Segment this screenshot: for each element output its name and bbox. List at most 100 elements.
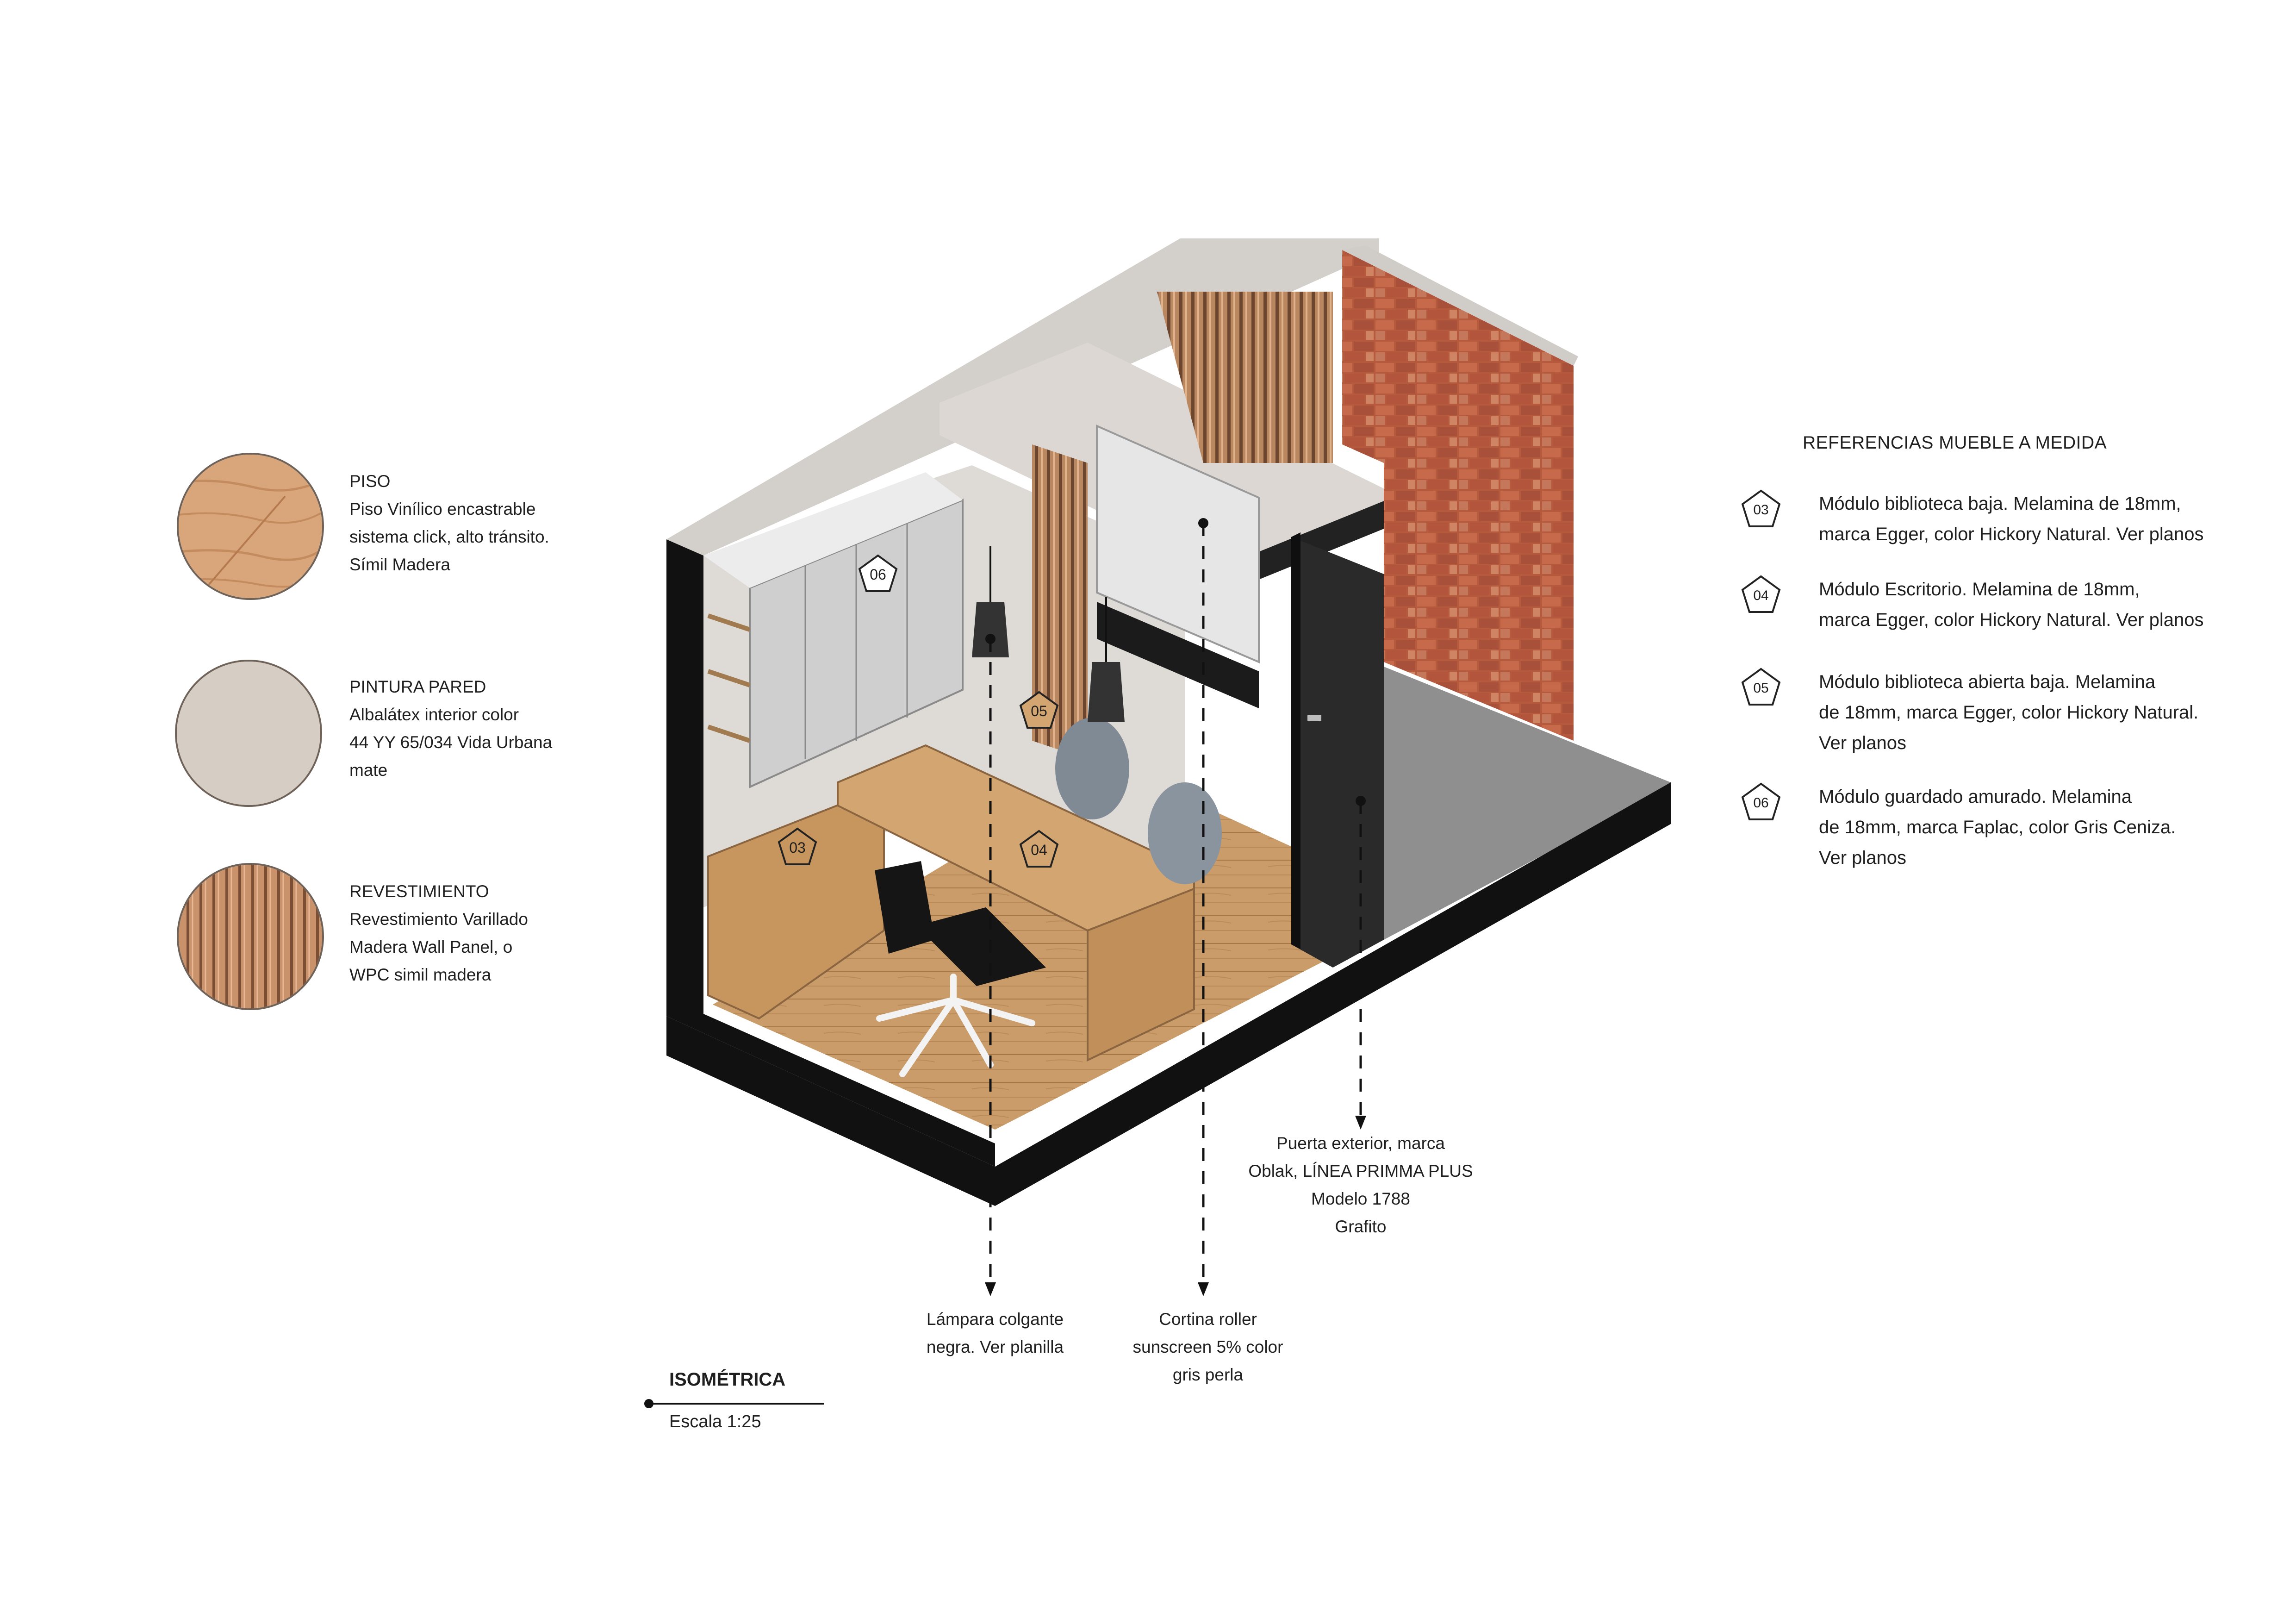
references-title: REFERENCIAS MUEBLE A MEDIDA	[1803, 433, 2107, 453]
reference-code: 05	[1753, 681, 1769, 696]
grey-chair-1	[1055, 718, 1129, 819]
slat-wall-center	[1032, 444, 1088, 759]
callout-line: Cortina roller	[1159, 1310, 1257, 1329]
reference-code: 03	[1753, 502, 1769, 518]
material-line: Símil Madera	[349, 555, 450, 574]
reference-code: 04	[1753, 588, 1769, 603]
ceiling-beam-shadow	[1250, 495, 1398, 583]
material-line: Revestimiento Varillado	[349, 910, 528, 929]
reference-line: marca Egger, color Hickory Natural. Ver …	[1819, 524, 2204, 544]
door-frame	[1291, 532, 1300, 949]
entrance-door	[1291, 537, 1384, 968]
pentagon-tag-icon	[1741, 575, 1781, 613]
drawing-tag-06: 06	[857, 553, 899, 595]
material-title: REVESTIMIENTO	[349, 882, 489, 901]
slat-panel-icon	[179, 865, 322, 1008]
drawing-tag-label: 03	[789, 839, 806, 856]
material-line: Piso Vinílico encastrable	[349, 500, 536, 518]
reference-line: de 18mm, marca Egger, color Hickory Natu…	[1819, 702, 2199, 723]
pentagon-tag-icon	[1741, 489, 1781, 527]
drawing-tag-label: 05	[1031, 703, 1047, 719]
material-line: sistema click, alto tránsito.	[349, 527, 549, 546]
title-underline	[644, 1399, 824, 1408]
callout-door: Puerta exterior, marca Oblak, LÍNEA PRIM…	[1222, 1130, 1500, 1241]
pentagon-tag-icon	[858, 554, 898, 592]
reference-badge: 06	[1740, 781, 1782, 823]
drawing-tag-label: 04	[1031, 842, 1047, 858]
exterior-floor	[1384, 667, 1671, 940]
material-line: mate	[349, 761, 388, 780]
material-pintura: PINTURA PARED Albalátex interior color 4…	[349, 673, 572, 784]
drawing-title: ISOMÉTRICA	[669, 1369, 786, 1390]
callout-curtain: Cortina roller sunscreen 5% color gris p…	[1092, 1305, 1324, 1389]
wood-floor-icon	[179, 455, 322, 598]
reference-item: 05 Módulo biblioteca abierta baja. Melam…	[1740, 667, 2268, 759]
pentagon-tag-icon	[1019, 691, 1059, 729]
reference-badge: 04	[1740, 574, 1782, 616]
callout-line: gris perla	[1172, 1365, 1244, 1384]
reference-badge: 05	[1740, 667, 1782, 708]
brick-wall-cap	[1342, 245, 1578, 366]
callout-line: Modelo 1788	[1311, 1189, 1410, 1208]
material-line: WPC simil madera	[349, 965, 492, 984]
pendant-lamp-1	[972, 602, 1009, 657]
reference-line: Módulo biblioteca baja. Melamina de 18mm…	[1819, 493, 2181, 514]
material-line: Albalátex interior color	[349, 705, 519, 724]
reference-code: 06	[1753, 795, 1769, 811]
reference-line: marca Egger, color Hickory Natural. Ver …	[1819, 610, 2204, 630]
drawing-tag-label: 06	[870, 566, 886, 583]
callout-line: sunscreen 5% color	[1132, 1337, 1283, 1356]
callout-line: Puerta exterior, marca	[1276, 1134, 1445, 1153]
reference-line: Módulo biblioteca abierta baja. Melamina	[1819, 672, 2156, 692]
door-handle-icon	[1307, 715, 1321, 721]
wood-floor-swatch	[177, 453, 324, 600]
material-piso: PISO Piso Vinílico encastrable sistema c…	[349, 468, 572, 579]
paint-icon	[177, 662, 320, 805]
drawing-tag-04: 04	[1018, 829, 1060, 870]
reference-item: 04 Módulo Escritorio. Melamina de 18mm, …	[1740, 574, 2268, 639]
reference-line: de 18mm, marca Faplac, color Gris Ceniza…	[1819, 817, 2176, 837]
roller-curtain	[1096, 424, 1260, 664]
pentagon-tag-icon	[1741, 782, 1781, 820]
reference-line: Ver planos	[1819, 733, 1907, 753]
wall-cabinet-top	[703, 472, 963, 588]
drawing-scale: Escala 1:25	[669, 1412, 761, 1431]
base-slab-left	[666, 1016, 995, 1206]
pendant-lamp-2	[1088, 662, 1125, 722]
reference-item: 06 Módulo guardado amurado. Melamina de …	[1740, 781, 2268, 874]
reference-item: 03 Módulo biblioteca baja. Melamina de 1…	[1740, 488, 2268, 553]
desk-leg	[1087, 887, 1195, 1062]
reference-line: Módulo Escritorio. Melamina de 18mm,	[1819, 579, 2140, 600]
reference-text: Módulo biblioteca abierta baja. Melamina…	[1819, 667, 2272, 758]
reference-line: Ver planos	[1819, 848, 1907, 868]
material-title: PISO	[349, 472, 391, 491]
callout-line: Lámpara colgante	[926, 1310, 1064, 1329]
material-revestimiento: REVESTIMIENTO Revestimiento Varillado Ma…	[349, 878, 572, 989]
callout-line: negra. Ver planilla	[926, 1337, 1064, 1356]
callout-lamp: Lámpara colgante negra. Ver planilla	[879, 1305, 1111, 1361]
reference-line: Módulo guardado amurado. Melamina	[1819, 787, 2132, 807]
grey-chair-2	[1148, 782, 1222, 884]
window-frame	[1097, 602, 1259, 708]
left-wall-section	[666, 539, 995, 1167]
pentagon-tag-icon	[1741, 668, 1781, 706]
pentagon-tag-icon	[778, 827, 817, 865]
callout-line: Grafito	[1335, 1217, 1387, 1236]
reference-text: Módulo biblioteca baja. Melamina de 18mm…	[1819, 488, 2272, 550]
material-line: 44 YY 65/034 Vida Urbana	[349, 733, 553, 752]
material-line: Madera Wall Panel, o	[349, 937, 513, 956]
slat-wall-back	[1157, 292, 1333, 463]
drawing-tag-03: 03	[777, 826, 818, 868]
callout-line: Oblak, LÍNEA PRIMMA PLUS	[1248, 1162, 1473, 1181]
office-chair-back	[875, 861, 935, 954]
slat-panel-swatch	[177, 863, 324, 1010]
material-title: PINTURA PARED	[349, 677, 486, 696]
reference-text: Módulo guardado amurado. Melamina de 18m…	[1819, 781, 2272, 873]
drawing-tag-05: 05	[1018, 690, 1060, 731]
paint-swatch	[175, 660, 322, 807]
reference-badge: 03	[1740, 488, 1782, 530]
reference-text: Módulo Escritorio. Melamina de 18mm, mar…	[1819, 574, 2272, 635]
base-slab-right	[995, 782, 1671, 1206]
pentagon-tag-icon	[1019, 830, 1059, 868]
